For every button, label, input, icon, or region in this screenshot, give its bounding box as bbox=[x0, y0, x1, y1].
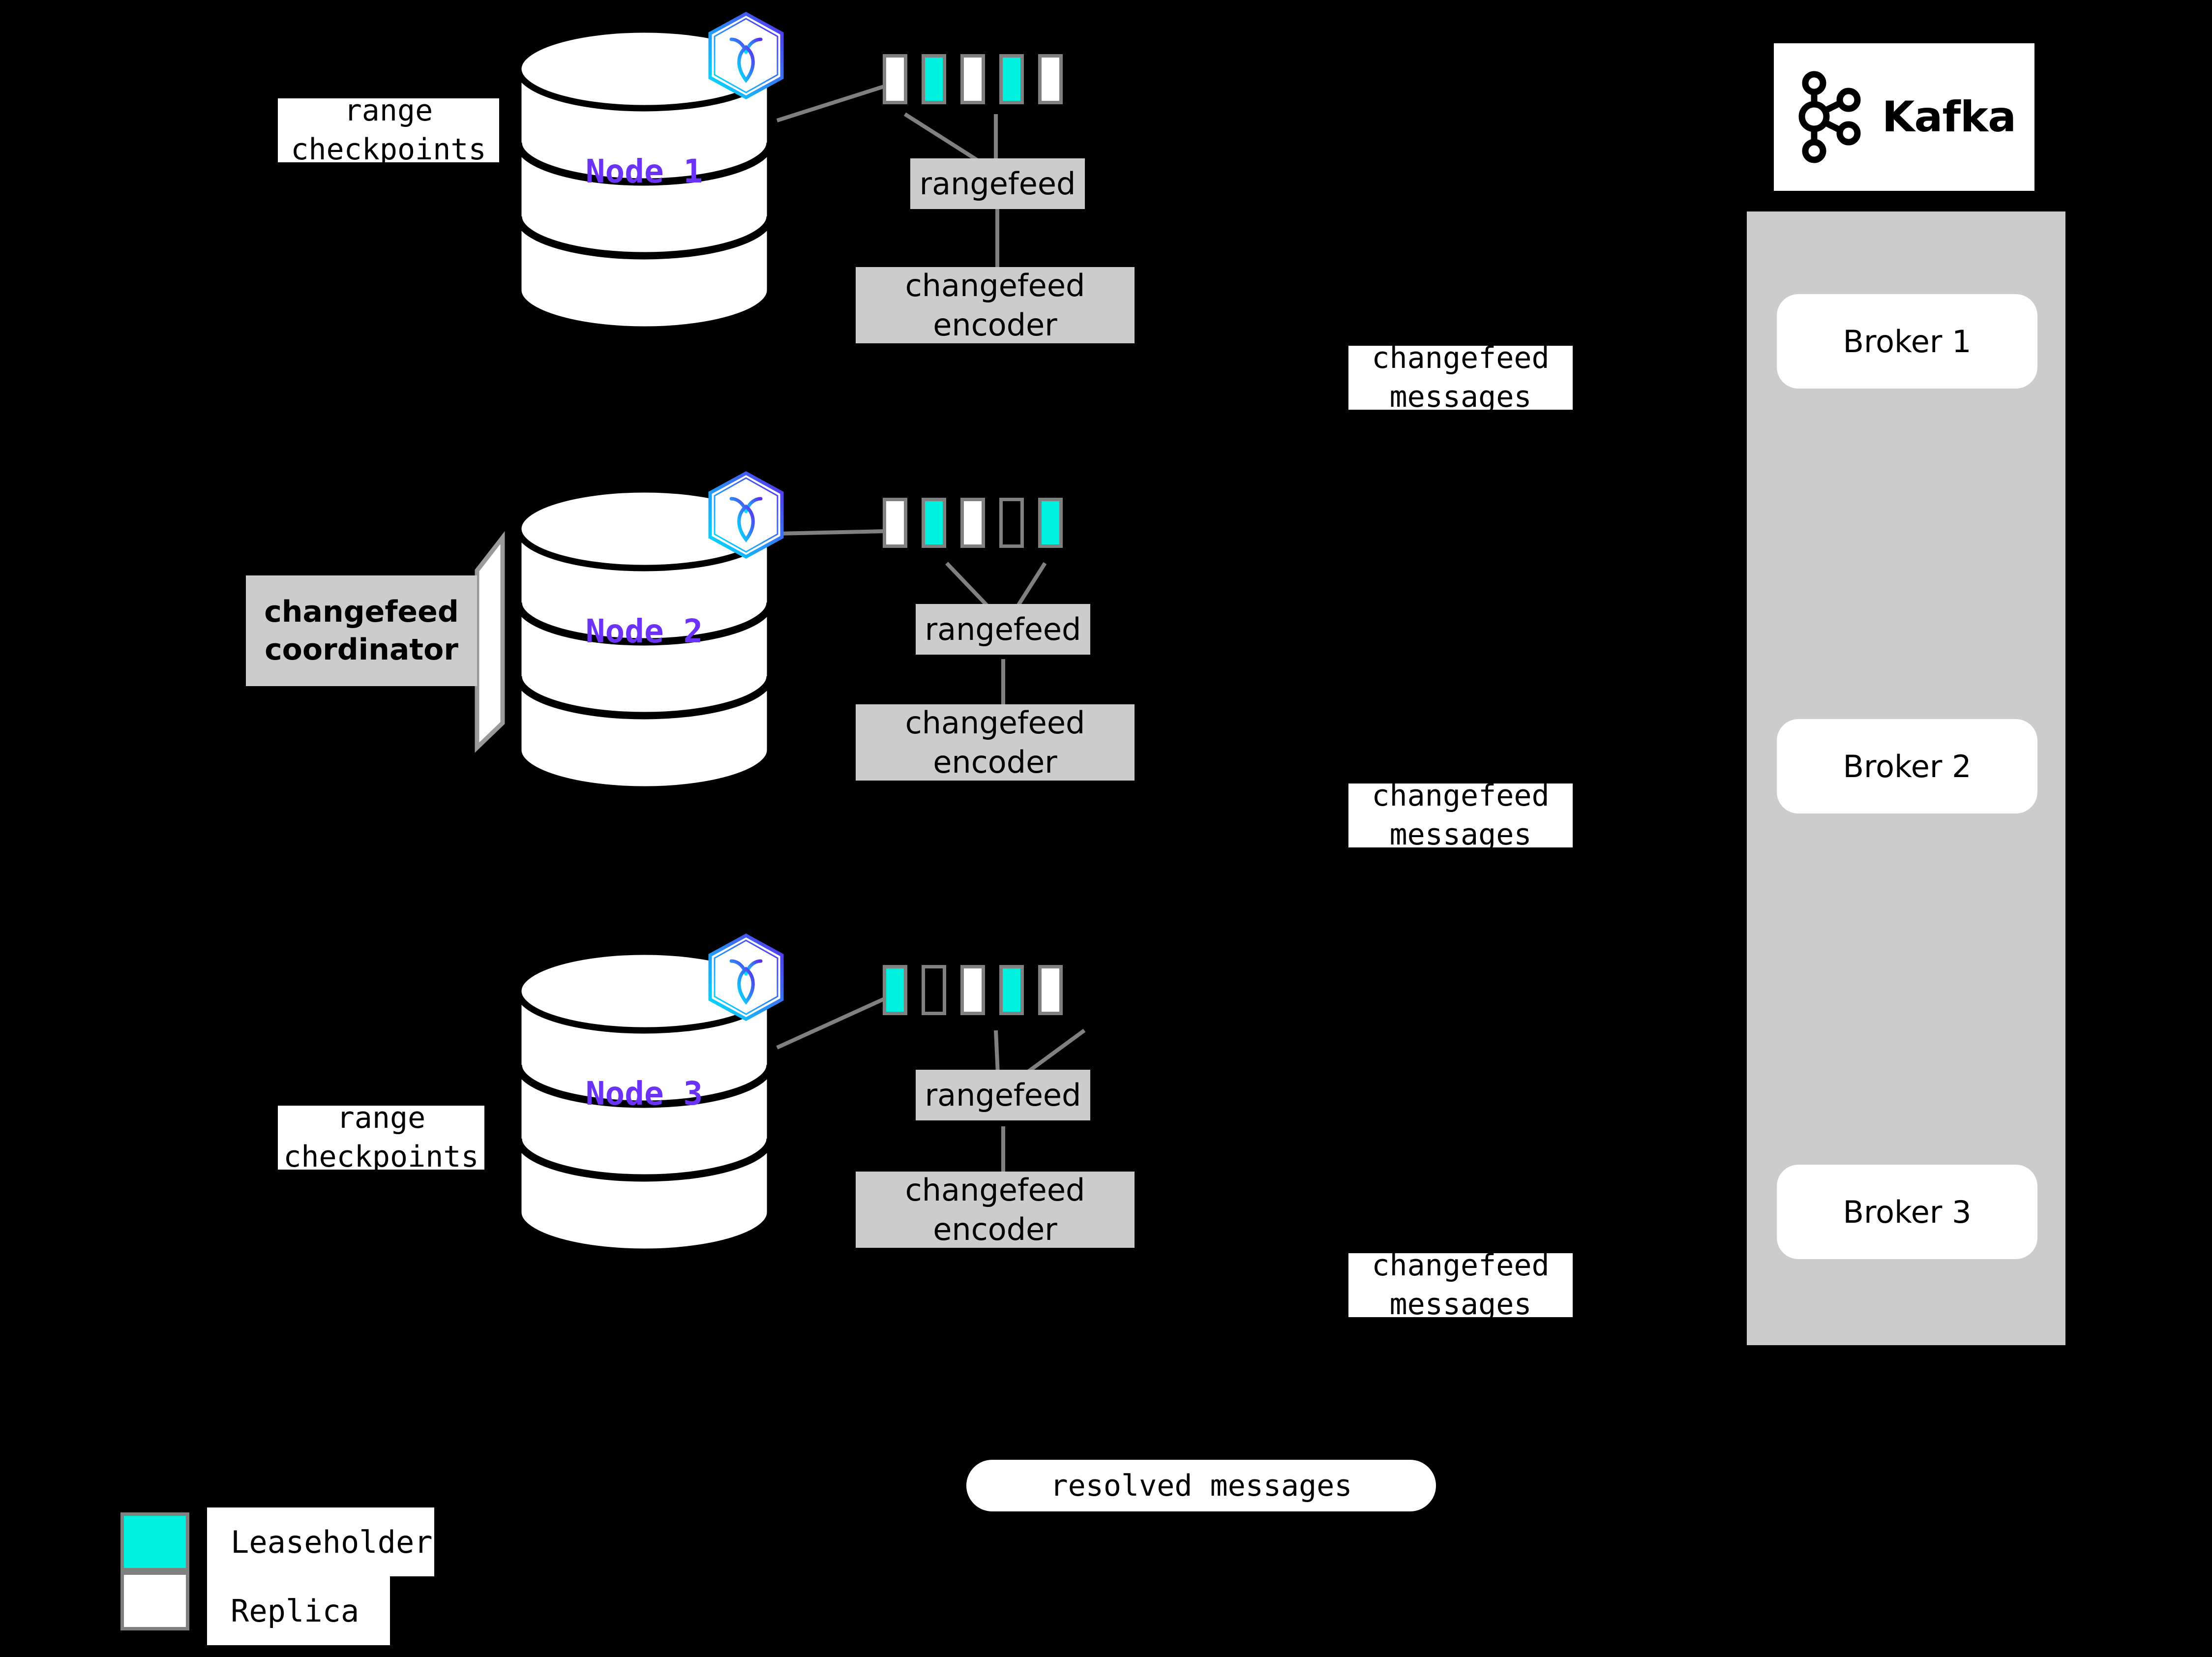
node3-checkpoints-line1: range bbox=[336, 1100, 426, 1135]
node-2-range-3[interactable] bbox=[960, 498, 985, 548]
node-1-range-2[interactable] bbox=[922, 54, 946, 104]
node3-range-checkpoints-label: range checkpoints bbox=[278, 1101, 484, 1174]
node-1-encoder-line1: changefeed bbox=[905, 268, 1085, 304]
node-3-encoder-line1: changefeed bbox=[905, 1172, 1085, 1208]
node-3-cockroachdb-hexagon-icon bbox=[704, 931, 788, 1024]
node-3-range-1[interactable] bbox=[883, 965, 907, 1015]
legend-label-leaseholder: Leaseholder bbox=[207, 1507, 434, 1576]
node-2-messages-line2: messages bbox=[1389, 817, 1532, 852]
node-1-cockroachdb-hexagon-icon bbox=[704, 9, 788, 102]
node-1-changefeed-encoder[interactable]: changefeed encoder bbox=[856, 267, 1135, 343]
node-2-encoder-line2: encoder bbox=[933, 744, 1057, 780]
kafka-logo-icon bbox=[1798, 71, 1861, 163]
node-2-rangefeed[interactable]: rangefeed bbox=[916, 604, 1090, 655]
node-3-label: Node 3 bbox=[585, 1075, 703, 1113]
node-2-range-2[interactable] bbox=[922, 498, 946, 548]
legend-swatch-replica bbox=[120, 1571, 189, 1630]
node-3-messages-line2: messages bbox=[1389, 1287, 1532, 1322]
node-1-messages-line1: changefeed bbox=[1372, 340, 1550, 375]
node-3-range-3[interactable] bbox=[960, 965, 985, 1015]
node-2-changefeed-encoder[interactable]: changefeed encoder bbox=[856, 704, 1135, 781]
broker-2[interactable]: Broker 2 bbox=[1777, 719, 2037, 813]
node-1-messages-line2: messages bbox=[1389, 380, 1532, 414]
kafka-logo: Kafka bbox=[1774, 43, 2034, 191]
node-2-label: Node 2 bbox=[585, 612, 703, 650]
resolved-messages-label: resolved messages bbox=[1050, 1468, 1352, 1503]
resolved-messages-pill[interactable]: resolved messages bbox=[966, 1460, 1436, 1511]
node-2-range-5[interactable] bbox=[1038, 498, 1063, 548]
node-3-rangefeed-label: rangefeed bbox=[925, 1077, 1081, 1113]
node-1-range-3[interactable] bbox=[960, 54, 985, 104]
node-2-range-4[interactable] bbox=[999, 498, 1024, 548]
node3-checkpoints-line2: checkpoints bbox=[283, 1140, 479, 1174]
node-1-range-1[interactable] bbox=[883, 54, 907, 104]
broker-3[interactable]: Broker 3 bbox=[1777, 1165, 2037, 1259]
node-1-range-5[interactable] bbox=[1038, 54, 1063, 104]
node-1-rangefeed-label: rangefeed bbox=[919, 165, 1076, 202]
node-1-range-4[interactable] bbox=[999, 54, 1024, 104]
legend-swatch-leaseholder bbox=[120, 1512, 189, 1571]
node-3-changefeed-encoder[interactable]: changefeed encoder bbox=[856, 1172, 1135, 1248]
node-2-rangefeed-label: rangefeed bbox=[925, 611, 1081, 647]
node-2-cockroachdb-hexagon-icon bbox=[704, 468, 788, 562]
node-2-encoder-line1: changefeed bbox=[905, 705, 1085, 741]
legend-label-replica: Replica bbox=[207, 1576, 390, 1645]
coordinator-line1: changefeed bbox=[264, 594, 459, 629]
node-3-range-4[interactable] bbox=[999, 965, 1024, 1015]
node-3-rangefeed[interactable]: rangefeed bbox=[916, 1070, 1090, 1120]
node-2-changefeed-messages-label: changefeed messages bbox=[1348, 779, 1573, 852]
node-3-messages-line1: changefeed bbox=[1372, 1248, 1550, 1283]
node-3-range-2[interactable] bbox=[922, 965, 946, 1015]
node1-range-checkpoints-label: range checkpoints bbox=[278, 93, 499, 167]
changefeed-coordinator[interactable]: changefeed coordinator bbox=[246, 575, 477, 686]
node-1-rangefeed[interactable]: rangefeed bbox=[910, 158, 1085, 209]
node-2-cylinder[interactable]: Node 2 bbox=[511, 487, 777, 792]
node-3-cylinder[interactable]: Node 3 bbox=[511, 949, 777, 1254]
node-3-range-5[interactable] bbox=[1038, 965, 1063, 1015]
broker-1-label: Broker 1 bbox=[1843, 323, 1972, 360]
broker-2-label: Broker 2 bbox=[1843, 748, 1972, 784]
node1-checkpoints-line2: checkpoints bbox=[291, 132, 486, 167]
node-1-changefeed-messages-label: changefeed messages bbox=[1348, 341, 1573, 414]
coordinator-line2: coordinator bbox=[265, 632, 458, 667]
broker-3-label: Broker 3 bbox=[1843, 1194, 1972, 1230]
broker-1[interactable]: Broker 1 bbox=[1777, 294, 2037, 389]
node-3-encoder-line2: encoder bbox=[933, 1211, 1057, 1247]
node-3-changefeed-messages-label: changefeed messages bbox=[1348, 1248, 1573, 1322]
node-1-label: Node 1 bbox=[585, 152, 703, 190]
node-1-encoder-line2: encoder bbox=[933, 306, 1057, 343]
node-2-range-1[interactable] bbox=[883, 498, 907, 548]
kafka-logo-text: Kafka bbox=[1882, 92, 2016, 142]
node1-checkpoints-line1: range bbox=[344, 93, 433, 128]
node-2-messages-line1: changefeed bbox=[1372, 778, 1550, 813]
